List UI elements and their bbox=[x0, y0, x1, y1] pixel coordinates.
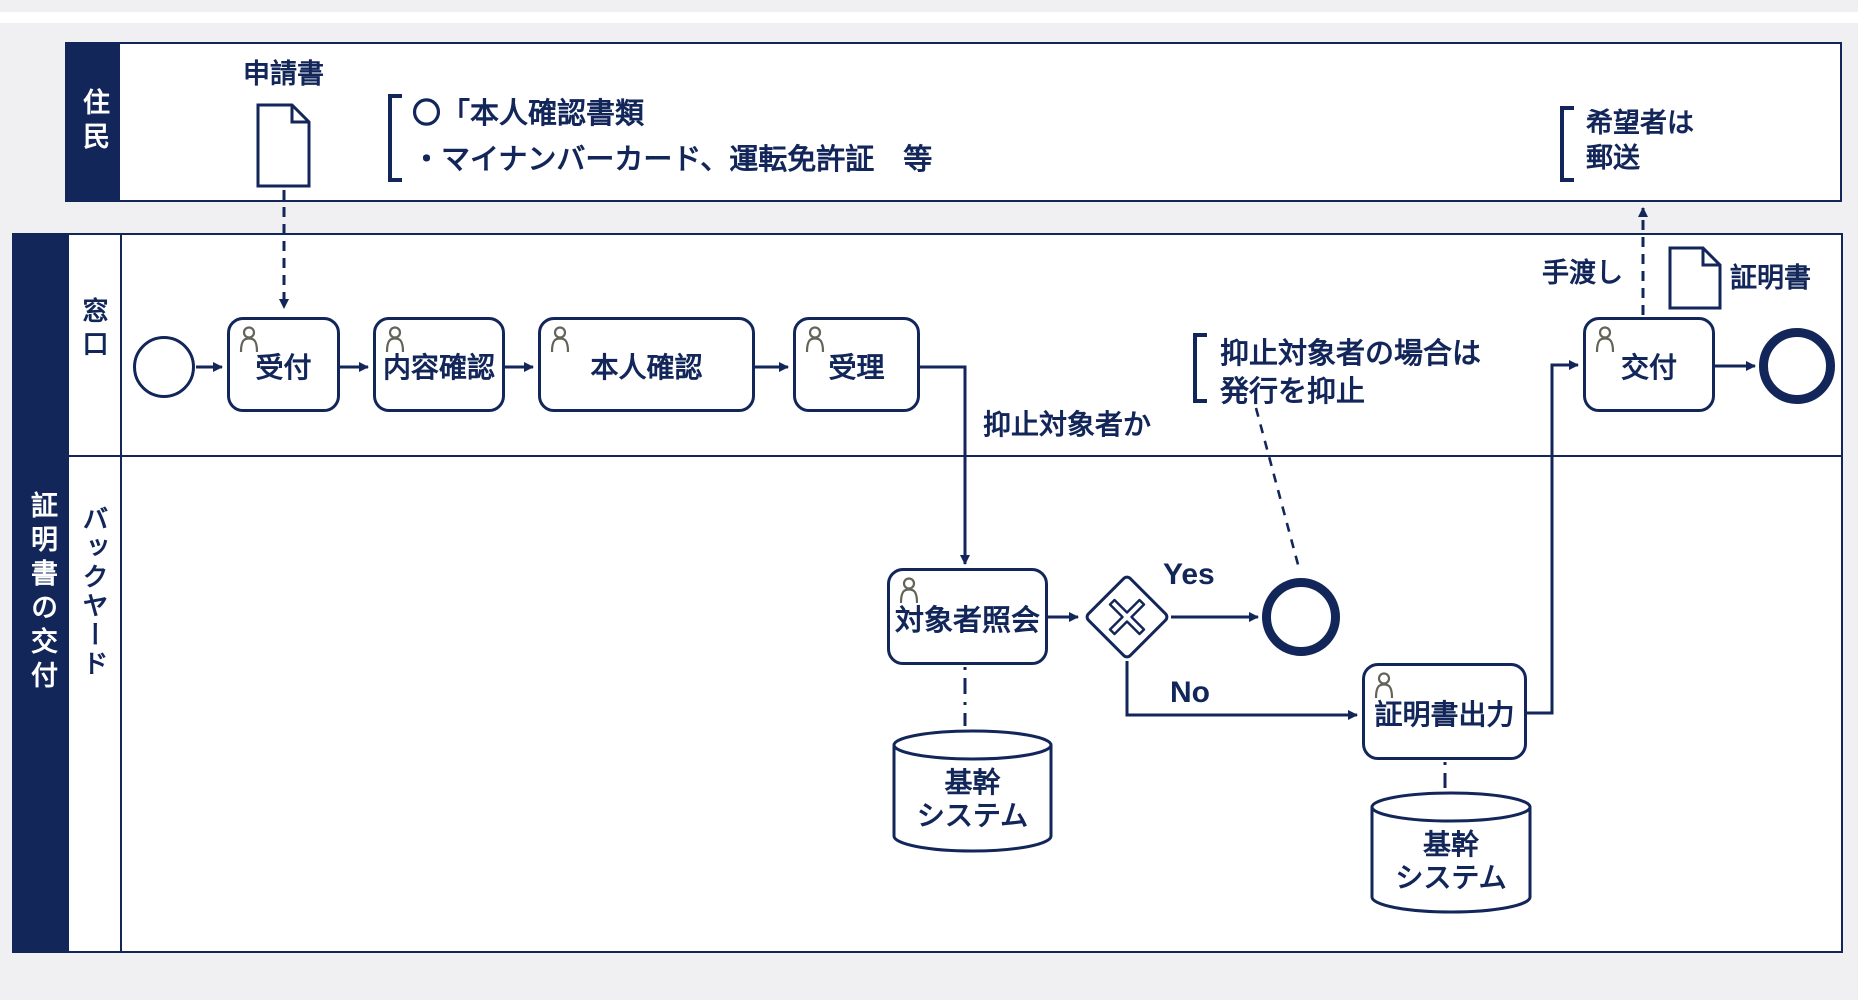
application-doc-label: 申請書 bbox=[243, 59, 324, 89]
task-cert-output: 証明書出力 bbox=[1362, 663, 1527, 760]
person-icon bbox=[239, 326, 259, 353]
task-accept-label: 受理 bbox=[828, 351, 885, 383]
suppress-note-line2: 発行を抑止 bbox=[1220, 376, 1366, 408]
person-icon bbox=[385, 326, 405, 353]
application-document-icon bbox=[256, 103, 311, 188]
certificate-doc-label: 証明書 bbox=[1730, 263, 1811, 293]
task-target-inquiry: 対象者照会 bbox=[887, 568, 1048, 665]
top-strip bbox=[0, 12, 1858, 23]
mail-note-line2: 郵送 bbox=[1586, 143, 1640, 173]
gateway-x-icon bbox=[1108, 598, 1146, 636]
end-event-issued bbox=[1759, 328, 1835, 404]
person-icon bbox=[899, 577, 919, 604]
pool-residents-label: 住民 bbox=[79, 88, 109, 156]
person-icon bbox=[1595, 326, 1615, 353]
pool-residents: 住民 bbox=[65, 42, 1842, 202]
task-cert-output-label: 証明書出力 bbox=[1374, 698, 1515, 730]
mail-note-bracket bbox=[1560, 106, 1574, 182]
lane-counter-label: 窓口 bbox=[79, 297, 109, 363]
end-event-suppressed bbox=[1262, 578, 1340, 656]
suppress-note-bracket bbox=[1193, 333, 1207, 403]
suppress-note: 抑止対象者の場合は 発行を抑止 bbox=[1220, 335, 1481, 411]
certificate-document-icon bbox=[1668, 246, 1722, 310]
lane-label-column-border bbox=[120, 233, 122, 953]
gateway-question-label: 抑止対象者か bbox=[983, 409, 1152, 440]
lane-divider bbox=[67, 455, 1843, 457]
id-note-bracket bbox=[388, 94, 402, 182]
task-reception: 受付 bbox=[227, 317, 340, 412]
task-reception-label: 受付 bbox=[255, 351, 312, 383]
task-identity-check-label: 本人確認 bbox=[590, 351, 703, 383]
start-event bbox=[133, 336, 195, 398]
task-issue: 交付 bbox=[1583, 317, 1715, 412]
task-content-check: 内容確認 bbox=[373, 317, 505, 412]
database-counter-label: 基幹 システム bbox=[916, 767, 1029, 831]
hand-over-label: 手渡し bbox=[1542, 258, 1623, 288]
database-icon-output bbox=[1370, 791, 1532, 914]
id-note-line2: ・マイナンバーカード、運転免許証 等 bbox=[412, 144, 933, 176]
task-content-check-label: 内容確認 bbox=[382, 351, 495, 383]
gateway-no-label: No bbox=[1170, 676, 1210, 709]
pool-issuance-header: 証明書の交付 bbox=[14, 235, 69, 951]
pool-issuance-label: 証明書の交付 bbox=[27, 491, 57, 695]
task-identity-check: 本人確認 bbox=[538, 317, 755, 412]
person-icon bbox=[550, 326, 570, 353]
person-icon bbox=[805, 326, 825, 353]
database-output-label: 基幹 システム bbox=[1395, 829, 1507, 893]
task-accept: 受理 bbox=[793, 317, 920, 412]
id-note-line1: 〇「本人確認書類 bbox=[412, 98, 645, 130]
pool-residents-header: 住民 bbox=[67, 44, 120, 200]
person-icon bbox=[1374, 672, 1394, 699]
task-target-inquiry-label: 対象者照会 bbox=[894, 604, 1040, 637]
mail-note-line1: 希望者は bbox=[1586, 108, 1694, 138]
mail-note: 希望者は 郵送 bbox=[1586, 106, 1694, 176]
database-icon-counter bbox=[892, 729, 1053, 853]
gateway-yes-label: Yes bbox=[1163, 558, 1215, 591]
task-issue-label: 交付 bbox=[1620, 351, 1677, 383]
suppress-note-line1: 抑止対象者の場合は bbox=[1220, 338, 1482, 370]
lane-backyard-label: バックヤード bbox=[79, 505, 109, 679]
